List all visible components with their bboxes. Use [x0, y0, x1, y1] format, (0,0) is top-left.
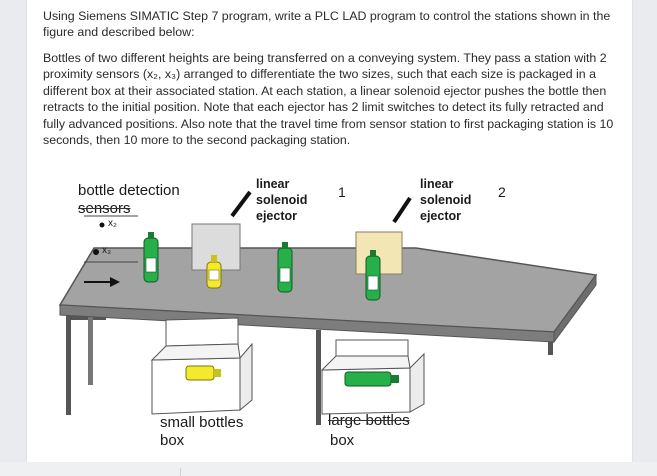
small-box-label-line2: box — [160, 432, 185, 449]
sensor-x2-label: x₂ — [108, 218, 117, 229]
ejector-2-label-line3: ejector — [420, 209, 461, 223]
sensor-label-line2: sensors — [78, 200, 131, 217]
ejector-2-label-line1: linear — [420, 177, 454, 191]
ejector-2-number: 2 — [498, 184, 506, 200]
sensor-label-line1: bottle detection — [78, 182, 180, 199]
ejector-1-label: linear solenoid ejector — [256, 176, 307, 224]
footer-divider — [180, 468, 181, 476]
ejector-2-label-line2: solenoid — [420, 193, 472, 207]
question-intro: Using Siemens SIMATIC Step 7 program, wr… — [43, 9, 611, 40]
bottle-large-1 — [143, 232, 159, 283]
bottle-large-3 — [365, 250, 381, 301]
question-card: Using Siemens SIMATIC Step 7 program, wr… — [26, 0, 633, 468]
bottle-small-1 — [206, 255, 222, 289]
ejector-1-label-line3: ejector — [256, 209, 297, 223]
small-bottle-in-box — [185, 365, 221, 381]
sensor-x3-icon — [93, 249, 99, 255]
ejector-2-rod — [392, 196, 412, 224]
small-box-label-line1: small bottles — [160, 414, 244, 431]
large-box-label-line2: box — [330, 432, 355, 449]
ejector-1-number: 1 — [338, 184, 346, 200]
sensor-x3-label: x₃ — [102, 245, 112, 256]
conveyor-belt — [58, 247, 598, 344]
large-bottles-box — [320, 339, 425, 415]
large-bottle-in-box — [344, 371, 399, 387]
question-description: Bottles of two different heights are bei… — [43, 51, 614, 148]
bottle-large-2 — [277, 242, 293, 293]
ejector-2 — [355, 196, 412, 275]
large-box-label-line1: large bottles — [328, 412, 410, 429]
ejector-1-label-line2: solenoid — [256, 193, 308, 207]
direction-arrow-icon — [110, 277, 120, 287]
footer-strip — [0, 462, 657, 476]
ejector-1-label-line1: linear — [256, 177, 290, 191]
proximity-sensors — [84, 215, 138, 287]
sensor-x2-icon — [99, 222, 105, 228]
small-bottles-box — [150, 317, 253, 415]
ejector-1-rod — [230, 190, 252, 218]
ejector-2-label: linear solenoid ejector — [420, 176, 471, 224]
